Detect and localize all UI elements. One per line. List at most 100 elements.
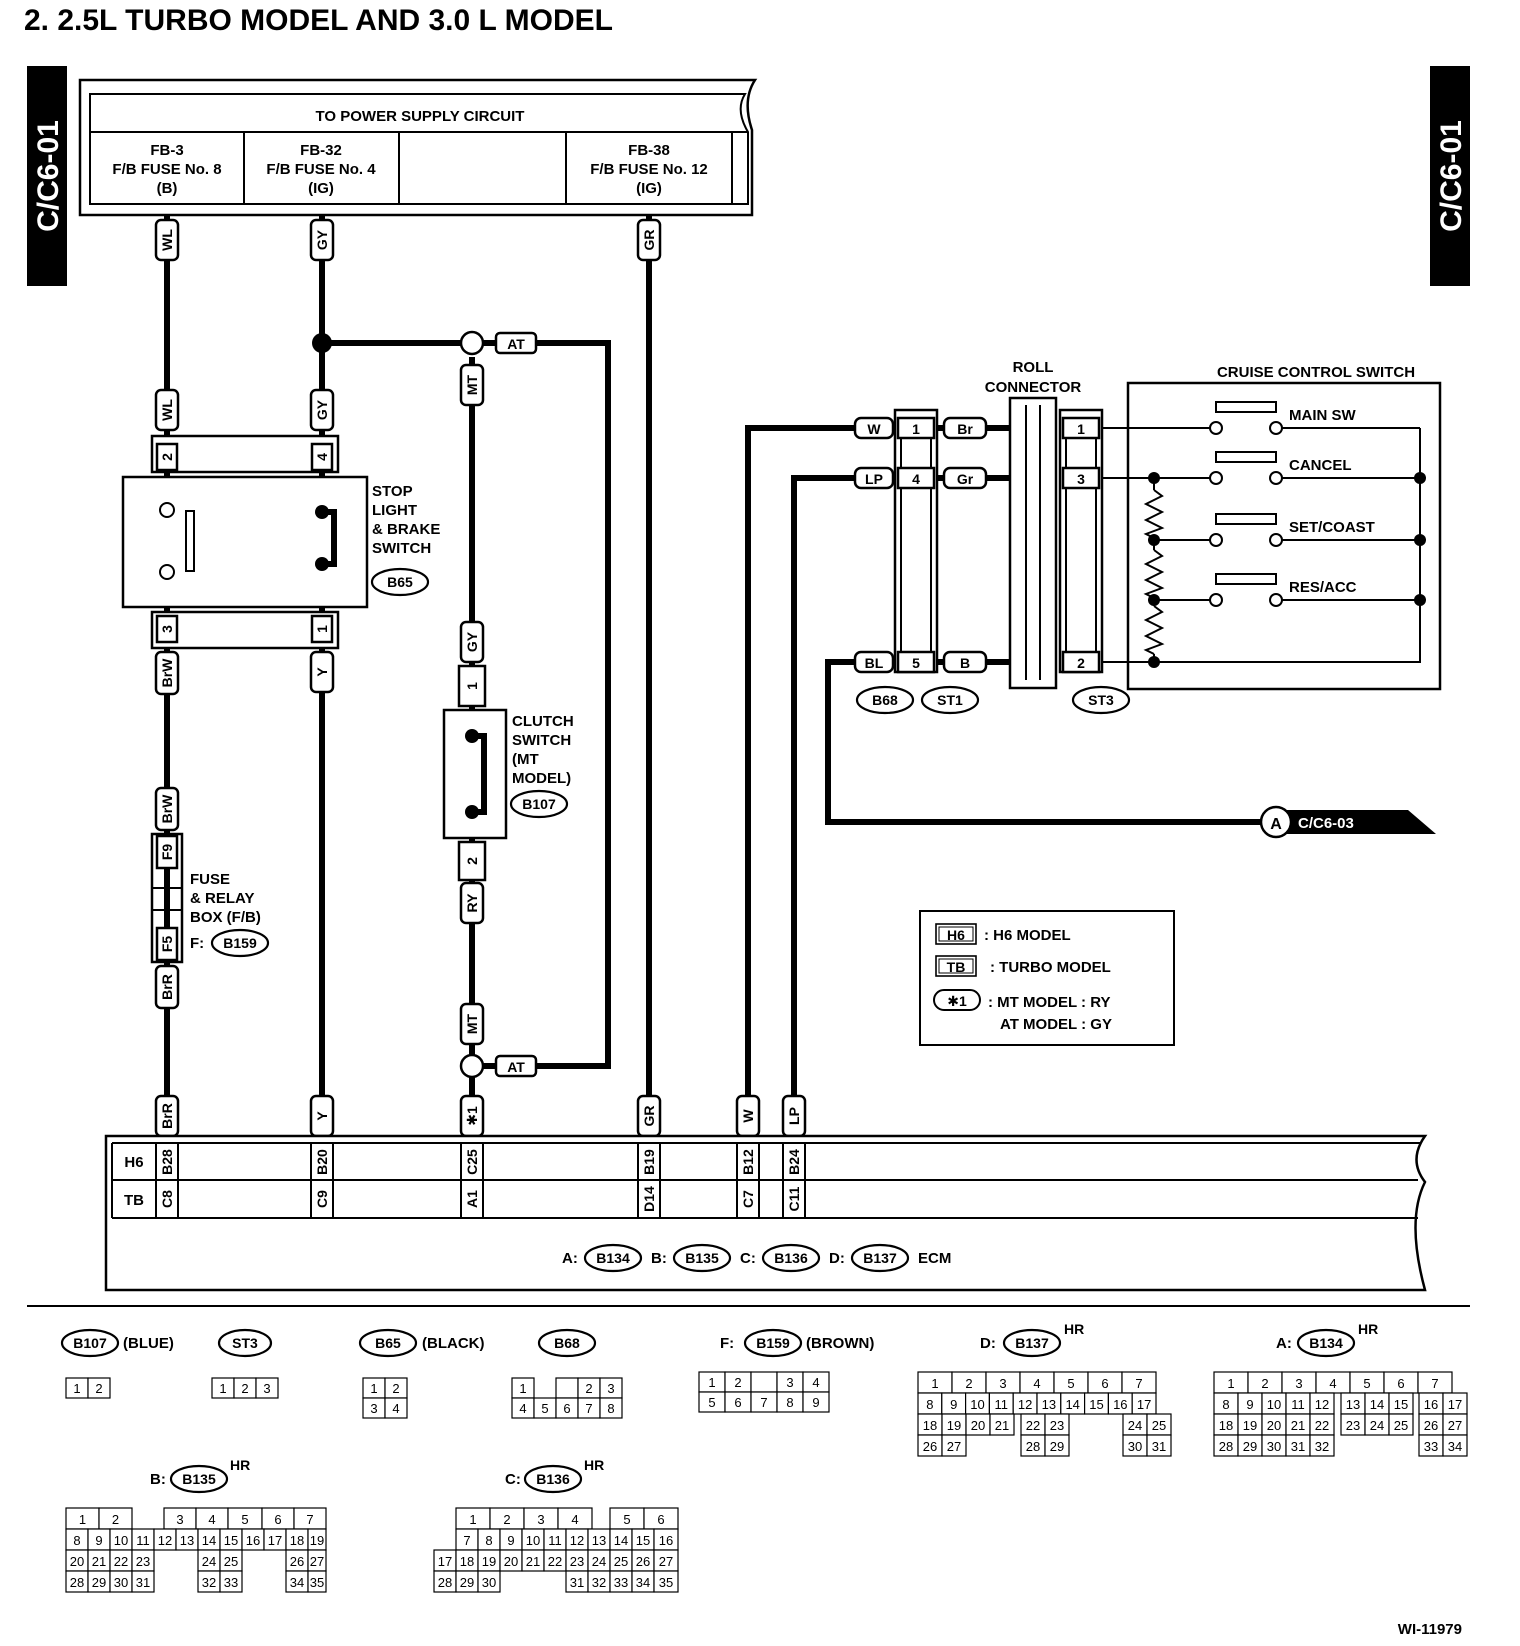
pin-number: 4	[1033, 1376, 1040, 1391]
side-tab-left: C/C6-01	[27, 66, 67, 286]
switch-label: STOP	[372, 483, 413, 500]
wire-label: GY	[309, 388, 335, 432]
ecm-row-label: H6	[124, 1154, 143, 1171]
pin-number: 28	[438, 1575, 452, 1590]
pin-number: 18	[1219, 1418, 1233, 1433]
pin-label: F5	[159, 936, 175, 953]
fuse-type: (B)	[157, 180, 178, 197]
connector-view-id: B137	[1015, 1335, 1049, 1351]
wire-label: W	[735, 1094, 761, 1138]
pin-number: 19	[482, 1554, 496, 1569]
pin-number: 33	[614, 1575, 628, 1590]
pin-number: 7	[306, 1512, 313, 1527]
pin-number: 5	[241, 1512, 248, 1527]
pin-number: 25	[1394, 1418, 1408, 1433]
cruise-control-switch: CRUISE CONTROL SWITCH	[1102, 364, 1442, 691]
pin-number: 4	[812, 1375, 819, 1390]
connector-view-prefix: F:	[720, 1335, 734, 1352]
wire-label: MT	[459, 363, 485, 407]
pin-number: 2	[965, 1376, 972, 1391]
legend-text: AT MODEL : GY	[1000, 1016, 1112, 1033]
pin-number: 26	[923, 1439, 937, 1454]
pin-number: 15	[224, 1533, 238, 1548]
pin-number: 29	[1243, 1439, 1257, 1454]
pin-number: 2	[585, 1381, 592, 1396]
pin-label: 2	[1077, 655, 1085, 671]
pin-number: 6	[734, 1395, 741, 1410]
wire-label: GR	[636, 218, 662, 262]
pin-label: 3	[1077, 471, 1085, 487]
wire-label: AT	[494, 1054, 538, 1078]
pin-number: 8	[786, 1395, 793, 1410]
pin-number: 27	[1448, 1418, 1462, 1433]
pin-number: 3	[176, 1512, 183, 1527]
pin-number: 27	[947, 1439, 961, 1454]
wire-label: MT	[459, 1002, 485, 1046]
wire-label: WL	[154, 218, 180, 262]
pin-number: 11	[136, 1533, 150, 1548]
pin-number: 24	[1370, 1418, 1384, 1433]
pin-number: 19	[947, 1418, 961, 1433]
svg-text:WL: WL	[159, 399, 175, 421]
connector-id: B68	[872, 692, 898, 708]
connector-view-labels: B107 (BLUE) ST3 B65 (BLACK) B68 F: B159 …	[60, 1321, 1378, 1494]
pin-number: 16	[659, 1533, 673, 1548]
wire-label: Br	[957, 421, 973, 437]
pin-label: 2	[159, 453, 175, 461]
ecm-connector-prefix: D:	[829, 1250, 845, 1267]
wire-label: ✱1	[459, 1094, 485, 1138]
pin-number: 10	[526, 1533, 540, 1548]
connector-id: ST1	[937, 692, 963, 708]
pin-number: 6	[274, 1512, 281, 1527]
junction-dot	[312, 333, 332, 353]
pin-number: 18	[923, 1418, 937, 1433]
ecm: H6 TB B28 B20 C25 B19 B12 B24 C8 C9 A1 D…	[104, 1134, 1428, 1292]
wire-label: LP	[865, 471, 883, 487]
fuse-name: F/B FUSE No. 8	[112, 161, 221, 178]
pin-number: 5	[708, 1395, 715, 1410]
fuse-relay-box: F9 F5 FUSE & RELAY BOX (F/B) F: B159	[150, 832, 270, 964]
svg-text:MT: MT	[464, 1013, 480, 1034]
pin-number: 9	[1246, 1397, 1253, 1412]
ecm-pin: D14	[641, 1186, 657, 1212]
svg-text:RY: RY	[464, 893, 480, 913]
connector-view-id: ST3	[232, 1335, 258, 1351]
svg-text:GR: GR	[641, 1106, 657, 1127]
pin-number: 22	[1315, 1418, 1329, 1433]
fuse-id: FB-3	[150, 142, 183, 159]
pin-number: 14	[614, 1533, 628, 1548]
ecm-pin: C11	[786, 1186, 802, 1211]
pin-label: 5	[912, 655, 920, 671]
pin-number: 35	[659, 1575, 673, 1590]
pin-number: 1	[1227, 1376, 1234, 1391]
pin-number: 1	[708, 1375, 715, 1390]
pin-number: 13	[1042, 1397, 1056, 1412]
svg-text:BrR: BrR	[159, 974, 175, 1000]
legend-text: : TURBO MODEL	[990, 959, 1111, 976]
pin-number: 2	[1261, 1376, 1268, 1391]
svg-text:Y: Y	[314, 1111, 330, 1121]
pin-number: 1	[519, 1381, 526, 1396]
switch-label: & BRAKE	[372, 521, 440, 538]
pin-number: 11	[548, 1533, 562, 1548]
wire-label: Gr	[957, 471, 974, 487]
pin-label: F9	[159, 844, 175, 861]
pin-number: 8	[607, 1401, 614, 1416]
connector-view-id: B134	[1309, 1335, 1343, 1351]
connector-prefix: F:	[190, 935, 204, 952]
roll-connector-label: CONNECTOR	[985, 379, 1082, 396]
pin-number: 7	[585, 1401, 592, 1416]
pin-number: 20	[70, 1554, 84, 1569]
switch-name: CANCEL	[1289, 457, 1352, 474]
pin-number: 21	[1291, 1418, 1305, 1433]
pin-number: 28	[1219, 1439, 1233, 1454]
pin-number: 24	[1128, 1418, 1142, 1433]
pin-number: 11	[1291, 1397, 1305, 1412]
side-tab-right: C/C6-01	[1430, 66, 1470, 286]
svg-text:LP: LP	[786, 1107, 802, 1125]
legend-key: TB	[947, 959, 966, 975]
